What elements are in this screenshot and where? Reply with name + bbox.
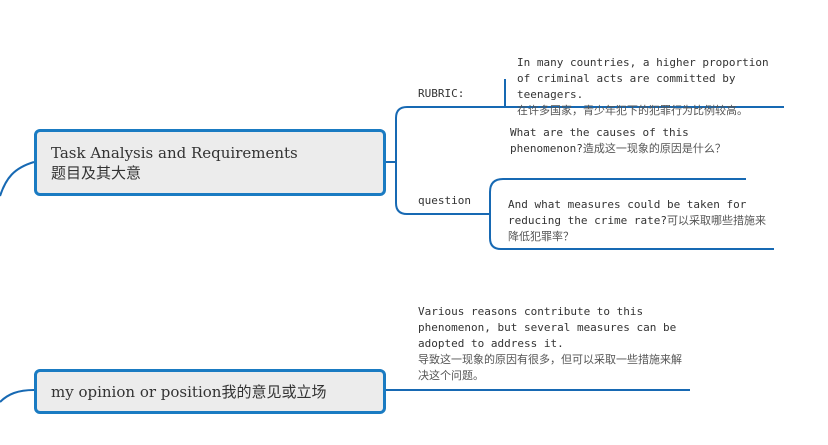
topic-opinion-subtitle: 我的意见或立场 (221, 382, 327, 401)
root-connector-opinion (0, 389, 35, 403)
question1-note-connector (489, 178, 746, 214)
note-question2-cn: 可以采取哪些措施来降低犯罪率？ (508, 214, 766, 243)
note-rubric-cn: 在许多国家，青少年犯下的犯罪行为比例较高。 (517, 104, 748, 117)
note-rubric[interactable]: In many countries, a higher proportion o… (517, 55, 779, 119)
branch-label-question[interactable]: question (418, 194, 471, 207)
note-question2-en: And what measures could be taken for red… (508, 198, 747, 227)
branch-label-rubric[interactable]: RUBRIC: (418, 87, 465, 100)
rubric-note-connector (486, 79, 784, 108)
topic-task-subtitle: 题目及其大意 (51, 163, 142, 182)
note-opinion-en: Various reasons contribute to this pheno… (418, 305, 677, 350)
note-opinion[interactable]: Various reasons contribute to this pheno… (418, 304, 684, 384)
note-question-measures[interactable]: And what measures could be taken for red… (508, 197, 770, 245)
root-connector-task (0, 161, 35, 197)
question2-note-connector (489, 214, 774, 250)
note-opinion-cn: 导致这一现象的原因有很多，但可以采取一些措施来解决这个问题。 (418, 353, 682, 382)
topic-opinion-title: my opinion or position (51, 382, 222, 401)
topic-task-analysis[interactable]: Task Analysis and Requirements 题目及其大意 (34, 129, 386, 196)
task-to-question-connector (395, 162, 478, 215)
topic-task-title: Task Analysis and Requirements (51, 143, 298, 162)
task-to-rubric-connector (386, 106, 486, 163)
note-question1-en: What are the causes of this phenomenon? (510, 126, 689, 155)
note-rubric-en: In many countries, a higher proportion o… (517, 56, 769, 101)
note-question-causes[interactable]: What are the causes of this phenomenon?造… (510, 125, 736, 157)
note-question1-cn: 造成这一现象的原因是什么？ (582, 142, 726, 155)
